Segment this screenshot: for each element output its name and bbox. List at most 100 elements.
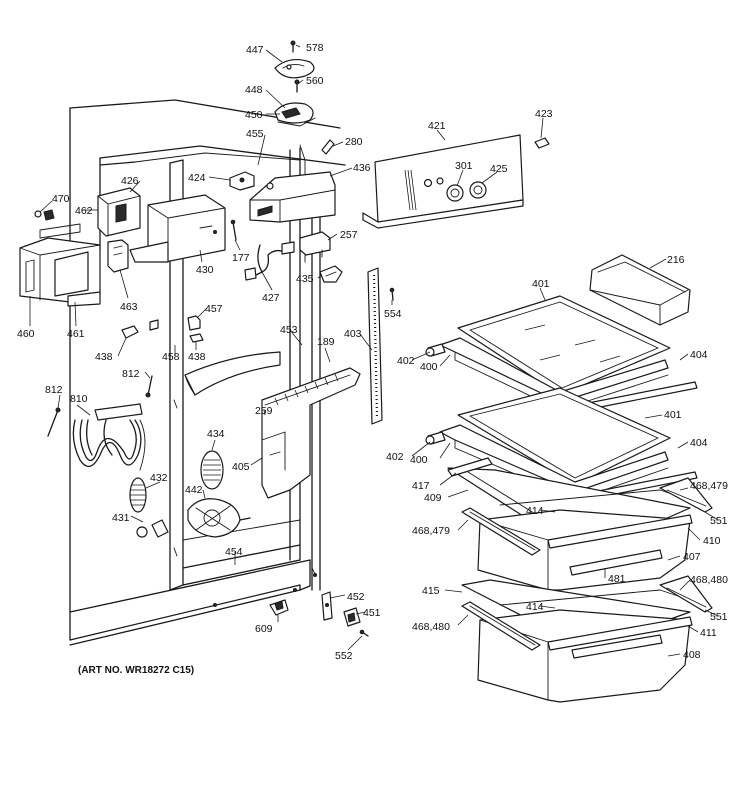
fan-shroud-405 xyxy=(261,367,361,499)
crisper-drawer-407 xyxy=(477,509,693,591)
label-551-upper: 551 xyxy=(710,515,728,527)
label-462: 462 xyxy=(75,205,93,217)
label-812-left: 812 xyxy=(45,384,63,396)
label-402-lower: 402 xyxy=(386,451,404,463)
label-455: 455 xyxy=(246,128,264,140)
grille-434 xyxy=(200,450,224,490)
screw-470 xyxy=(34,209,81,239)
glass-shelf-401-upper xyxy=(457,295,671,396)
label-417: 417 xyxy=(412,480,430,492)
label-470: 470 xyxy=(52,193,70,205)
hinge-451 xyxy=(343,607,361,627)
screw-560 xyxy=(294,79,300,93)
screw-554 xyxy=(389,287,395,301)
mount-463 xyxy=(107,239,129,273)
slide-rail-468-479-left xyxy=(461,507,541,556)
relay-257 xyxy=(299,231,331,263)
label-434: 434 xyxy=(207,428,225,440)
screw-552 xyxy=(359,629,369,637)
label-461: 461 xyxy=(67,328,85,340)
label-551-lower: 551 xyxy=(710,611,728,623)
label-400-lower: 400 xyxy=(410,454,428,466)
label-450: 450 xyxy=(245,109,263,121)
bracket-402-lower xyxy=(425,431,446,445)
label-409: 409 xyxy=(424,492,442,504)
hinge-bracket-452 xyxy=(321,591,333,621)
label-448: 448 xyxy=(245,84,263,96)
fan-bracket-462 xyxy=(97,187,141,237)
label-468-480-right: 468,480 xyxy=(690,574,728,586)
label-426: 426 xyxy=(121,175,139,187)
label-408: 408 xyxy=(683,649,701,661)
wire-812-right xyxy=(145,375,153,398)
clip-438-left xyxy=(121,319,159,339)
rail-417 xyxy=(447,457,493,477)
label-578: 578 xyxy=(306,42,324,54)
damper-housing-436 xyxy=(249,171,336,223)
slide-rail-468-479-right xyxy=(659,477,713,513)
refrigerator-cabinet xyxy=(69,99,346,646)
label-403: 403 xyxy=(344,328,362,340)
glass-shelf-401-lower xyxy=(457,387,671,486)
label-468-480-left: 468,480 xyxy=(412,621,450,633)
label-414-lower: 414 xyxy=(526,601,544,613)
leader-lines xyxy=(29,44,719,657)
clip-438-right xyxy=(189,333,204,343)
gasket-432 xyxy=(129,477,147,513)
knob-423 xyxy=(534,137,550,149)
wire-harness-427 xyxy=(244,241,295,281)
label-414-upper: 414 xyxy=(526,505,544,517)
control-knob-301 xyxy=(446,184,464,202)
label-554: 554 xyxy=(384,308,402,320)
label-423: 423 xyxy=(535,108,553,120)
label-468-479-right: 468,479 xyxy=(690,480,728,492)
connector-435 xyxy=(319,265,343,283)
label-430: 430 xyxy=(196,264,214,276)
label-468-479-left: 468,479 xyxy=(412,525,450,537)
screw-177 xyxy=(230,219,237,241)
control-knob-425 xyxy=(469,181,487,199)
fan-motor-442 xyxy=(187,498,251,538)
label-454: 454 xyxy=(225,546,243,558)
label-404-upper: 404 xyxy=(690,349,708,361)
label-257: 257 xyxy=(340,229,358,241)
label-415: 415 xyxy=(422,585,440,597)
label-812-right: 812 xyxy=(122,368,140,380)
label-411: 411 xyxy=(700,627,717,639)
label-481: 481 xyxy=(608,573,626,585)
door-bin-216 xyxy=(589,254,691,326)
label-609: 609 xyxy=(255,623,273,635)
label-421: 421 xyxy=(428,120,446,132)
slide-rail-468-480-right xyxy=(659,575,713,613)
label-457: 457 xyxy=(205,303,223,315)
label-438-left: 438 xyxy=(95,351,113,363)
label-560: 560 xyxy=(306,75,324,87)
label-401-lower: 401 xyxy=(664,409,682,421)
evaporator-cover-460-461 xyxy=(19,237,101,307)
label-452: 452 xyxy=(347,591,365,603)
screw-578 xyxy=(290,40,296,53)
label-407: 407 xyxy=(683,551,701,563)
sensor-424 xyxy=(229,171,255,191)
bracket-402-upper xyxy=(425,343,446,357)
label-438-right: 438 xyxy=(188,351,206,363)
tube-431 xyxy=(136,519,169,538)
clip-457 xyxy=(187,315,201,331)
label-458: 458 xyxy=(162,351,180,363)
label-810: 810 xyxy=(70,393,88,405)
art-number: (ART NO. WR18272 C15) xyxy=(78,665,194,676)
wire-812-left xyxy=(47,407,61,437)
label-400-upper: 400 xyxy=(420,361,438,373)
label-404-lower: 404 xyxy=(690,437,708,449)
label-427: 427 xyxy=(262,292,280,304)
label-425: 425 xyxy=(490,163,508,175)
label-436: 436 xyxy=(353,162,371,174)
light-shield-447 xyxy=(274,58,315,79)
vertical-trim-403 xyxy=(367,267,383,425)
label-401-upper: 401 xyxy=(532,278,550,290)
label-453: 453 xyxy=(280,324,298,336)
label-280: 280 xyxy=(345,136,363,148)
part-number-labels: 447 578 448 560 450 455 280 421 423 301 … xyxy=(17,42,728,676)
label-301: 301 xyxy=(455,160,473,172)
label-424: 424 xyxy=(188,172,206,184)
